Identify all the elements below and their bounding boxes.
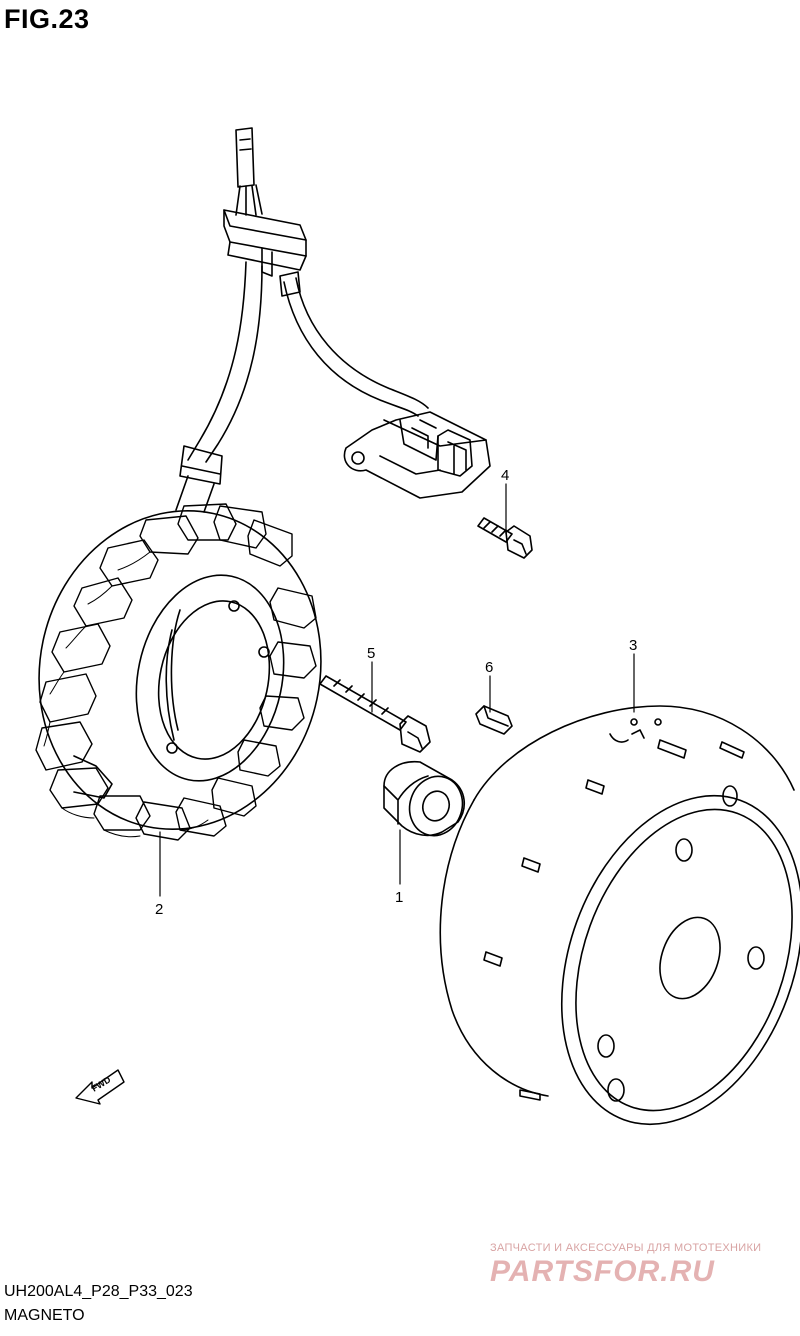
bolt-item-5 (319, 675, 431, 753)
pickup-coil-bracket (343, 411, 491, 499)
bolt-item-4 (477, 517, 533, 559)
stator-item-2 (35, 503, 322, 841)
fwd-arrow-icon: FWD (75, 1069, 125, 1105)
figure-title: FIG.23 (4, 4, 90, 34)
callout-leaders (159, 483, 635, 897)
diagram-name: MAGNETO (4, 1307, 85, 1324)
callout-1: 1 (395, 889, 403, 906)
callout-3: 3 (629, 637, 637, 654)
key-item-6 (475, 705, 513, 735)
nut-item-1 (383, 761, 465, 837)
callout-6: 6 (485, 659, 493, 676)
rotor-item-3 (439, 705, 800, 1126)
watermark-logo: PARTSFOR.RU (490, 1255, 715, 1288)
callout-5: 5 (367, 645, 375, 662)
callout-4: 4 (501, 467, 509, 484)
watermark-tagline: ЗАПЧАСТИ И АКСЕССУАРЫ ДЛЯ МОТОТЕХНИКИ (490, 1242, 762, 1254)
diagram-code: UH200AL4_P28_P33_023 (4, 1283, 193, 1300)
callout-2: 2 (155, 901, 163, 918)
wire-harness (175, 127, 429, 513)
watermark-logo-text: PARTSFOR.RU (490, 1255, 715, 1288)
